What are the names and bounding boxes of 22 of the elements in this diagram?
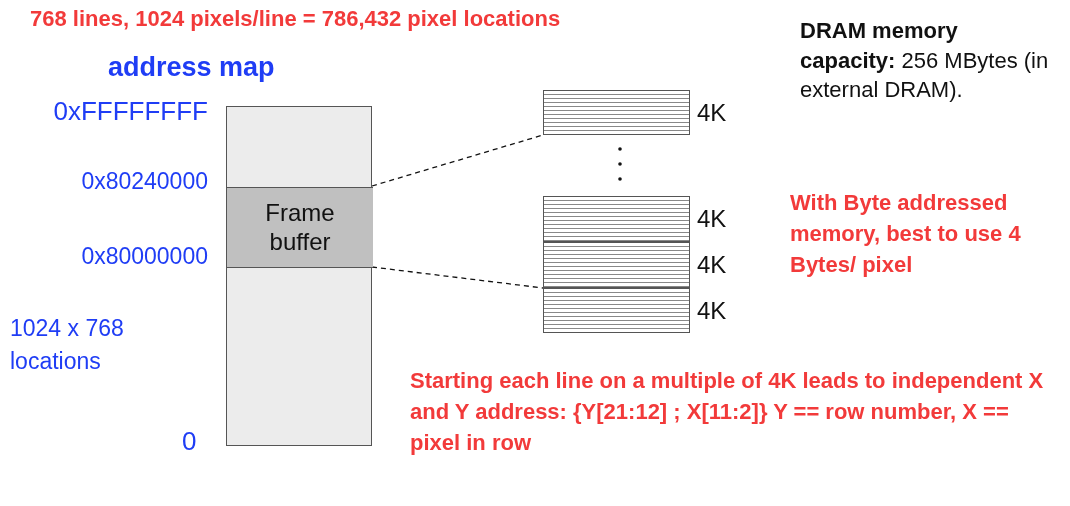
memory-lines-block (543, 242, 690, 288)
dashed-line (371, 266, 544, 289)
memory-lines-block (543, 90, 690, 135)
size-note: 1024 x 768 locations (10, 314, 125, 377)
note: Starting each line on a multiple of 4K leads to independent X and Y address: {Y[21:12] ; X[11:2]} Y == row number, X == pixel in row (410, 367, 1045, 457)
address-label: 0x80240000 (80, 168, 208, 195)
size-label: 4K (697, 296, 727, 325)
title: 768 lines, 1024 pixels/line = 786,432 pixel locations (30, 6, 561, 32)
heading: address map (108, 52, 275, 83)
size-label: 4K (697, 205, 727, 233)
address-label: 0 (182, 426, 197, 457)
dashed-line (371, 134, 544, 187)
capacity-note: DRAM memory capacity: 256 MBytes (in external DRAM). (800, 17, 1050, 105)
memory-lines-block (543, 196, 690, 242)
size-label: 4K (697, 98, 727, 127)
note: With Byte addressed memory, best to use 4 Bytes/ pixel (790, 189, 1022, 279)
size-label: 4K (697, 251, 727, 279)
address-label: 0x80000000 (80, 243, 208, 270)
address-label: 0xFFFFFFFF (52, 96, 208, 127)
memory-column (226, 106, 372, 446)
memory-lines-block (543, 288, 690, 333)
frame-buffer-box: Frame buffer (227, 187, 373, 268)
